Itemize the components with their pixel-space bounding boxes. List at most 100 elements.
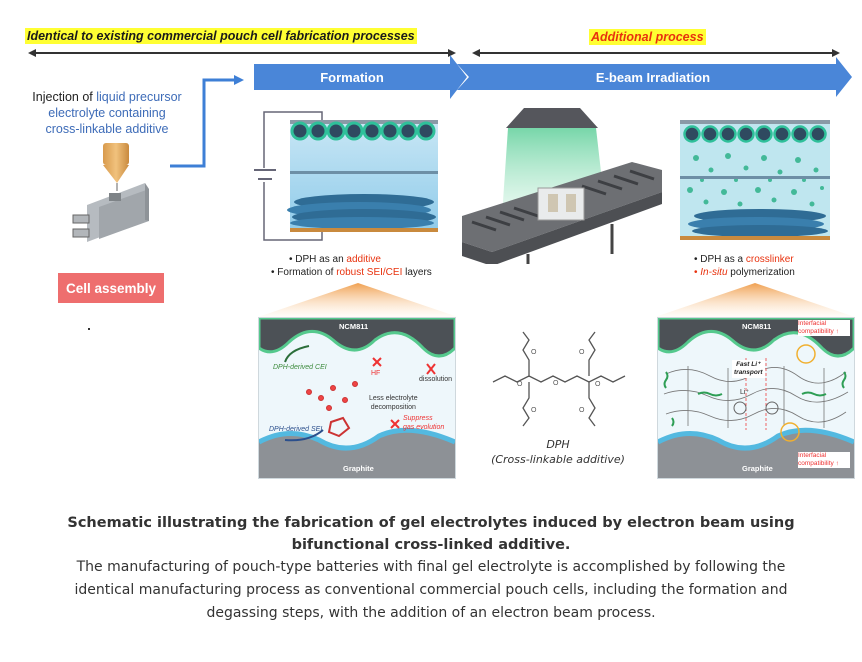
fast-li-line2: transport — [734, 369, 763, 376]
cathode-particles-gel — [683, 125, 827, 143]
hf-label: HF — [371, 370, 381, 377]
ebeam-bullet-2-marker: • — [694, 267, 701, 278]
injection-line2: electrolyte containing — [48, 106, 166, 120]
li-ion-label: Li⁺ — [740, 389, 750, 396]
tab-negative — [72, 228, 90, 238]
gel-panel-cathode-label: NCM811 — [742, 322, 772, 331]
additional-process-banner: Additional process — [589, 29, 706, 45]
identical-process-banner: Identical to existing commercial pouch c… — [25, 28, 417, 44]
dph-description: (Cross-linkable additive) — [491, 453, 625, 466]
interface-highlight-bottom — [780, 422, 800, 442]
dph-caption: DPH (Cross-linkable additive) — [478, 437, 638, 467]
caption-title-line2: bifunctional cross-linked additive. — [291, 537, 571, 553]
dph-name: DPH — [546, 438, 570, 451]
gel-panel-background — [658, 318, 854, 478]
injection-line3: cross-linkable additive — [45, 122, 169, 136]
figure-caption: Schematic illustrating the fabrication o… — [0, 512, 862, 625]
formation-zoom-fan — [258, 283, 458, 317]
cathode-particles — [290, 121, 436, 141]
caption-body-line3: degassing steps, with the addition of an… — [206, 605, 656, 621]
caption-title-line1: Schematic illustrating the fabrication o… — [67, 515, 795, 531]
less-decomp-line1: Less electrolyte — [369, 395, 418, 402]
interfacial-compatibility-bottom: Interfacial compatibility ↑ — [798, 452, 850, 468]
dissolution-label: dissolution — [419, 376, 453, 383]
pouch-cell-tray — [537, 187, 585, 221]
separator — [290, 171, 438, 174]
sei-panel-cathode-label: NCM811 — [339, 322, 369, 331]
ebeam-bullet-1-highlight: crosslinker — [745, 254, 794, 265]
ebeam-conveyor-illustration — [462, 108, 662, 264]
separator-gel — [680, 176, 830, 179]
dph-molecule-structure: O O O O O O O — [492, 331, 626, 427]
ebeam-bullet-2-highlight: In-situ — [700, 267, 728, 278]
injector-tip — [103, 165, 129, 183]
svg-text:O: O — [517, 381, 523, 388]
fast-li-line1: Fast Li⁺ — [736, 361, 761, 368]
formation-bullet-1-prefix: • DPH as an — [289, 254, 347, 265]
cei-label: DPH-derived CEI — [273, 364, 327, 371]
formation-stage-label: Formation — [320, 69, 384, 85]
carbonate-ring — [327, 416, 351, 438]
svg-text:O: O — [531, 349, 537, 356]
caption-body-line2: identical manufacturing process as conve… — [74, 582, 788, 598]
pouch-cell-injection-illustration — [72, 143, 149, 242]
svg-text:O: O — [553, 380, 559, 387]
li-coordination-right — [765, 401, 779, 415]
suppress-line1: Suppress — [403, 415, 433, 422]
ebeam-bullet-1-prefix: • DPH as a — [694, 254, 746, 265]
formation-bullet-1-highlight: additive — [346, 254, 381, 265]
ebeam-bullets: • DPH as a crosslinker • In-situ polymer… — [694, 253, 795, 279]
injection-to-formation-connector — [170, 75, 244, 168]
suppress-line2: gas evolution — [403, 424, 445, 431]
cei-arrow — [284, 345, 310, 363]
formation-arrow — [254, 55, 467, 99]
copper-current-collector — [290, 228, 438, 232]
injection-prefix: Injection of — [32, 90, 97, 104]
gel-panel-anode-label: Graphite — [742, 464, 773, 473]
ebeam-emitter — [506, 108, 598, 128]
stage-arrows — [254, 55, 852, 99]
formation-bullet-2-highlight: robust SEI/CEI — [336, 267, 403, 278]
pouch-body — [99, 189, 149, 239]
sei-cei-background — [259, 318, 455, 478]
svg-text:O: O — [595, 381, 601, 388]
green-chains — [663, 371, 847, 427]
ebeam-arrow — [457, 57, 852, 97]
gel-mechanism-panel: NCM811 Interfacial compatibility ↑ Fast … — [657, 317, 855, 479]
graphite-anode — [287, 194, 436, 229]
caption-body-line1: The manufacturing of pouch-type batterie… — [76, 559, 786, 575]
sei-label: DPH-derived SEI — [269, 426, 323, 433]
svg-text:O: O — [579, 407, 585, 414]
sei-arrow — [284, 429, 324, 442]
suppress-gas-label: Suppress gas evolution — [403, 414, 444, 432]
stray-dot — [88, 328, 90, 330]
interfacial-compatibility-top: Interfacial compatibility ↑ — [798, 320, 850, 336]
sei-cei-mechanism-panel: NCM811 DPH-derived CEI HF dissolution Le… — [258, 317, 456, 479]
sei-panel-anode-label: Graphite — [343, 464, 374, 473]
ebeam-stage-label: E-beam Irradiation — [595, 69, 711, 85]
conveyor-side — [462, 192, 662, 264]
ebeam-bullet-2-suffix: polymerization — [727, 267, 795, 278]
svg-text:O: O — [579, 349, 585, 356]
injection-description: Injection of liquid precursor electrolyt… — [14, 89, 200, 137]
graphite-anode-gel — [688, 209, 828, 237]
less-decomposition-label: Less electrolyte decomposition — [369, 394, 418, 412]
fast-li-transport-label: Fast Li⁺ transport — [732, 360, 765, 378]
li-coordination-left — [733, 401, 747, 415]
conveyor-rollers — [471, 169, 655, 232]
injection-highlight: liquid precursor — [96, 90, 182, 104]
ebeam-zoom-fan — [655, 283, 855, 317]
dph-molecule-sketch — [306, 381, 358, 411]
svg-text:O: O — [531, 407, 537, 414]
formation-bullets: • DPH as an additive • Formation of robu… — [271, 253, 432, 279]
less-decomp-line2: decomposition — [370, 404, 416, 411]
additional-span-arrow — [472, 49, 840, 57]
interface-highlight-top — [796, 344, 816, 364]
formation-bullet-2-prefix: • Formation of — [271, 267, 337, 278]
injector-body — [103, 143, 129, 165]
formation-cell-illustration — [254, 111, 438, 241]
cell-assembly-label: Cell assembly — [58, 273, 164, 303]
tab-positive — [72, 214, 90, 224]
gel-cell-illustration — [680, 120, 830, 240]
identical-span-arrow — [28, 49, 456, 57]
